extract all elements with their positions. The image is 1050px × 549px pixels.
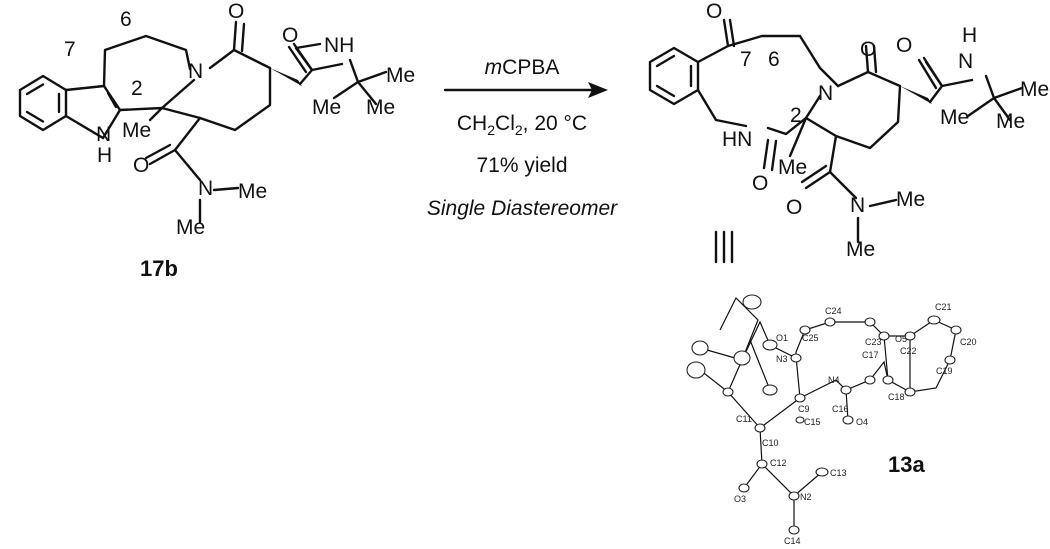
product-c2-me: Me (778, 156, 807, 179)
product-amide-o: O (896, 34, 912, 57)
reaction-arrow (443, 82, 608, 98)
xray-label-o1: O1 (776, 333, 788, 343)
xray-label-c14: C14 (784, 536, 801, 546)
reactant-amide-o: O (282, 24, 298, 47)
reactant-amide-nh: NH (324, 34, 354, 57)
xray-label-c18: C18 (888, 392, 905, 402)
product-me-1: Me (1020, 78, 1049, 101)
xray-label-c20: C20 (960, 337, 977, 347)
xray-label-o4: O4 (856, 417, 868, 427)
xray-label-c23: C23 (865, 337, 882, 347)
product-position-6: 6 (768, 48, 780, 71)
xray-label-c17: C17 (862, 350, 879, 360)
product-amide-n: N (958, 50, 973, 73)
product-me-2: Me (940, 106, 969, 129)
reactant-carboxamide-o: O (133, 154, 149, 177)
product-nme-2: Me (846, 238, 875, 261)
product-compound-label: 13a (888, 452, 925, 477)
xray-label-c25: C25 (802, 333, 819, 343)
reactant-lactam-n: N (188, 60, 203, 83)
product-carboxamide-n: N (850, 194, 865, 217)
product-amide-h: H (962, 24, 977, 47)
xray-label-c21: C21 (935, 302, 952, 312)
equivalence-symbol (714, 230, 734, 264)
xray-label-c22: C22 (900, 346, 917, 356)
reactant-me-3: Me (366, 96, 395, 119)
reactant-indole-n: N (96, 123, 111, 146)
position-2-label: 2 (131, 77, 143, 100)
solvent-label: CH2Cl2, 20 °C (457, 112, 587, 138)
position-7-label: 7 (64, 38, 76, 61)
product-position-7: 7 (740, 48, 752, 71)
xray-label-c13: C13 (830, 468, 847, 478)
xray-label-n4: N4 (828, 375, 840, 385)
reactant-17b-structure (18, 20, 388, 224)
xray-label-c24: C24 (825, 306, 842, 316)
xray-label-c10: C10 (762, 438, 779, 448)
reactant-me-1: Me (386, 64, 415, 87)
selectivity-label: Single Diastereomer (427, 197, 618, 220)
xray-label-n2: N2 (800, 492, 812, 502)
product-ketone-o: O (706, 0, 722, 23)
xray-label-c16: C16 (832, 404, 849, 414)
reagent-label: mCPBA (485, 56, 560, 79)
crystal-structure-drawing: C24 C25 O1 N3 C23 O5 C21 C22 C20 N4 C17 … (686, 294, 977, 546)
product-me-3: Me (996, 110, 1025, 133)
reactant-carboxamide-n: N (198, 177, 213, 200)
reactant-me-2: Me (312, 96, 341, 119)
reactant-c2-me: Me (122, 119, 151, 142)
product-carboxamide-o: O (786, 196, 802, 219)
product-nme-1: Me (896, 188, 925, 211)
product-lactam-n: N (818, 82, 833, 105)
xray-label-c19: C19 (936, 366, 953, 376)
xray-label-c15: C15 (804, 417, 821, 427)
xray-label-c11: C11 (736, 414, 752, 424)
reactant-nme-2: Me (176, 216, 205, 239)
reactant-lactam-o: O (228, 0, 244, 23)
product-structure (648, 18, 1024, 244)
position-6-label: 6 (120, 8, 132, 31)
xray-label-c12: C12 (770, 458, 787, 468)
reactant-compound-label: 17b (140, 256, 178, 281)
product-position-2: 2 (790, 104, 802, 127)
yield-label: 71% yield (476, 154, 567, 177)
reactant-nme-1: Me (238, 180, 267, 203)
xray-label-n3: N3 (776, 354, 788, 364)
product-c2-o: O (752, 172, 768, 195)
xray-label-o5: O5 (895, 334, 907, 344)
reactant-indole-h: H (97, 144, 112, 167)
product-lactam-o: O (860, 38, 876, 61)
product-anilide-hn: HN (722, 128, 752, 151)
xray-label-o3: O3 (734, 494, 746, 504)
xray-label-c9: C9 (798, 404, 810, 414)
